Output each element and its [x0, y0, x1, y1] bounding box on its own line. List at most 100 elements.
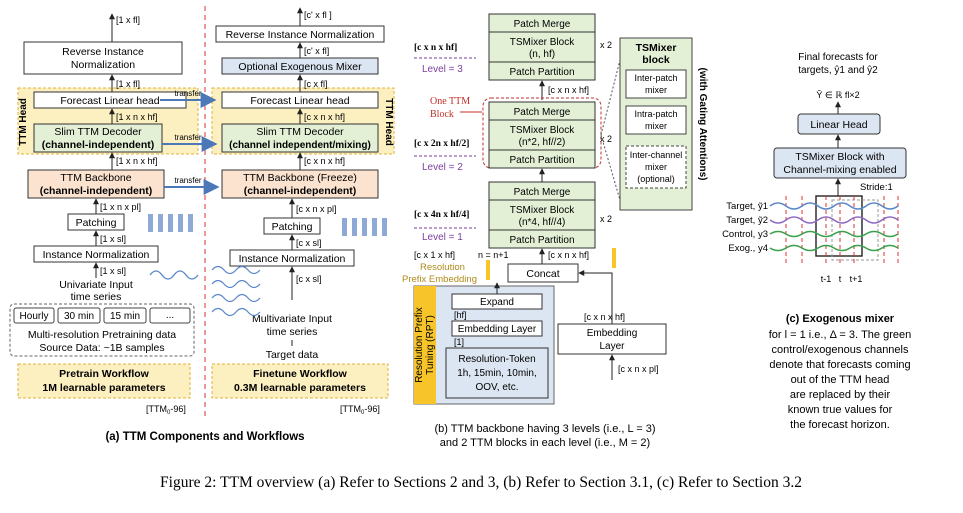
inter-channel-l2: mixer — [645, 162, 667, 172]
resolution-token-l2: 1h, 15min, 10min, — [457, 368, 537, 379]
tsmixer-channel-l1: TSMixer Block with — [795, 151, 884, 163]
stride: Stride:1 — [860, 182, 893, 193]
channel-target-2: Target, ỹ2 — [726, 215, 768, 226]
right-decoder-box — [221, 123, 379, 153]
left-input-l1: Univariate Input — [59, 279, 133, 291]
right-patching-box — [263, 217, 321, 235]
panel-c-desc-3: denote that forecasts coming — [769, 359, 910, 371]
tsmixer-channel-l2: Channel-mixing enabled — [783, 164, 896, 176]
inter-channel-l1: Inter-channel — [630, 150, 683, 160]
left-dim-after-head: [1 x fl] — [116, 79, 140, 89]
right-exo-mixer-box — [221, 57, 379, 75]
left-patching: Patching — [76, 217, 117, 229]
rpe-marker — [486, 260, 490, 280]
res-chip-more — [149, 307, 191, 324]
emb-to-concat — [578, 270, 613, 324]
rpe-l2: Prefix Embedding — [402, 274, 477, 285]
level1-block-l2: (n*4, hf//4) — [519, 217, 566, 228]
emb-right-dim: [c x n x hf] — [584, 312, 625, 322]
left-patching-box — [67, 213, 125, 231]
level1-repeat: x 2 — [600, 214, 612, 224]
transfer-arrows: transfer transfer transfer — [160, 89, 220, 195]
time-t-minus-1: t-1 — [821, 274, 832, 284]
between-dim-1: [c x n x hf] — [548, 85, 589, 95]
right-input-l1: Multivariate Input — [252, 313, 332, 325]
right-instance-norm-box — [229, 249, 355, 267]
embedding-layer-box — [451, 320, 543, 337]
level3-patch-partition: Patch Partition — [509, 67, 574, 78]
left-instance-norm-box — [33, 245, 159, 263]
embedding-layer: Embedding Layer — [458, 324, 537, 335]
concat-box — [507, 263, 579, 283]
level3-block-box — [488, 31, 596, 63]
right-dim-head-in: [c x n x hf] — [304, 112, 345, 122]
right-forecast-head: Forecast Linear head — [250, 95, 349, 107]
right-backbone-box — [221, 169, 379, 199]
input-dim: [c x n x pl] — [618, 364, 659, 374]
transfer-label-1: transfer — [174, 89, 201, 98]
concat-marker — [612, 248, 616, 268]
resolution-token-l3: OOV, etc. — [476, 382, 519, 393]
intra-patch-box — [625, 105, 687, 135]
right-reverse-norm: Reverse Instance Normalization — [226, 29, 375, 41]
panel-b-caption-l2: and 2 TTM blocks in each level (i.e., M … — [440, 437, 650, 449]
level2-block-l2: (n*2, hf//2) — [519, 137, 566, 148]
level3-label: Level = 3 — [422, 64, 463, 75]
res-chip-30-label: 30 min — [64, 311, 94, 322]
ttm-head-label-left: TTM Head — [18, 98, 29, 146]
pretrain-model-tag: [TTM0-96] — [146, 404, 186, 416]
level1-patch-merge: Patch Merge — [514, 187, 571, 198]
left-dim-head-in: [1 x n x hf] — [116, 112, 158, 122]
tsmixer-block-title-l1: TSMixer — [636, 42, 677, 54]
level3-patch-partition-box — [488, 61, 596, 81]
level2-block-l1: TSMixer Block — [510, 125, 575, 136]
level-1: Patch Merge TSMixer Block (n*4, hf//4) P… — [414, 181, 612, 249]
left-forecast-head: Forecast Linear head — [60, 95, 159, 107]
multi-res-l2: Source Data: ~1B samples — [39, 342, 164, 354]
transfer-label-3: transfer — [174, 176, 201, 185]
finetune-column: [c' x fl ] Reverse Instance Normalizatio… — [211, 7, 389, 416]
panel-b-caption-l1: (b) TTM backbone having 3 levels (i.e., … — [434, 423, 655, 435]
panel-c-desc-1: for l = 1 i.e., Δ = 3. The green — [769, 329, 911, 341]
level2-block-box — [488, 119, 596, 151]
level1-block-l1: TSMixer Block — [510, 205, 575, 216]
level3-dim: [c x n x hf] — [414, 43, 457, 53]
right-decoder-l2: (channel independent/mixing) — [229, 140, 371, 151]
right-decoder-l1: Slim TTM Decoder — [256, 126, 344, 138]
level3-block-l2: (n, hf) — [529, 49, 555, 60]
resolution-token-l1: Resolution-Token — [458, 354, 535, 365]
univariate-wave — [149, 270, 199, 280]
panel-a: TTM Head TTM Head [1 x fl] Reverse Insta… — [9, 6, 395, 443]
embedding-right-box — [557, 323, 667, 355]
final-forecasts-l1: Final forecasts for — [798, 52, 878, 63]
left-dim-patch: [1 x n x pl] — [100, 202, 141, 212]
right-dim-after-head: [c x fl] — [304, 79, 328, 89]
y-hat-dim: Ŷ ∈ ℝ fl×2 — [816, 90, 859, 100]
pretrain-workflow-l1: Pretrain Workflow — [59, 368, 149, 380]
level1-label: Level = 1 — [422, 232, 463, 243]
left-instance-norm: Instance Normalization — [43, 249, 150, 261]
pretrain-column: [1 x fl] Reverse Instance Normalization … — [9, 13, 199, 416]
one-ttm-block-l1: One TTM — [430, 96, 470, 107]
patch-stripes-left — [148, 214, 193, 232]
pretrain-workflow-box — [17, 363, 191, 399]
channel-exog: Exog., y4 — [728, 243, 768, 254]
rpt-yellow-band — [414, 286, 436, 404]
right-instance-norm: Instance Normalization — [239, 253, 346, 265]
mixing-window-shadow — [831, 199, 879, 261]
left-reverse-norm-l1: Reverse Instance — [62, 46, 144, 58]
tsmixer-gating-side: (with Gating Attentions) — [697, 68, 708, 181]
left-input-l2: time series — [71, 291, 122, 303]
right-target-label: Target data — [266, 349, 319, 361]
level2-patch-merge: Patch Merge — [514, 107, 571, 118]
tsmixer-block-title-l2: block — [642, 54, 670, 66]
finetune-workflow-l2: 0.3M learnable parameters — [234, 382, 366, 394]
panel-c: Final forecasts for targets, ŷ1 and ŷ2 Ŷ… — [722, 52, 911, 431]
one-ttm-block-l2: Block — [430, 109, 454, 120]
level2-label: Level = 2 — [422, 162, 463, 173]
level2-repeat: x 2 — [600, 134, 612, 144]
expand: Expand — [480, 297, 514, 308]
level2-dim: [c x 2n x hf/2] — [414, 139, 469, 149]
patch-stripes-right — [342, 218, 387, 236]
